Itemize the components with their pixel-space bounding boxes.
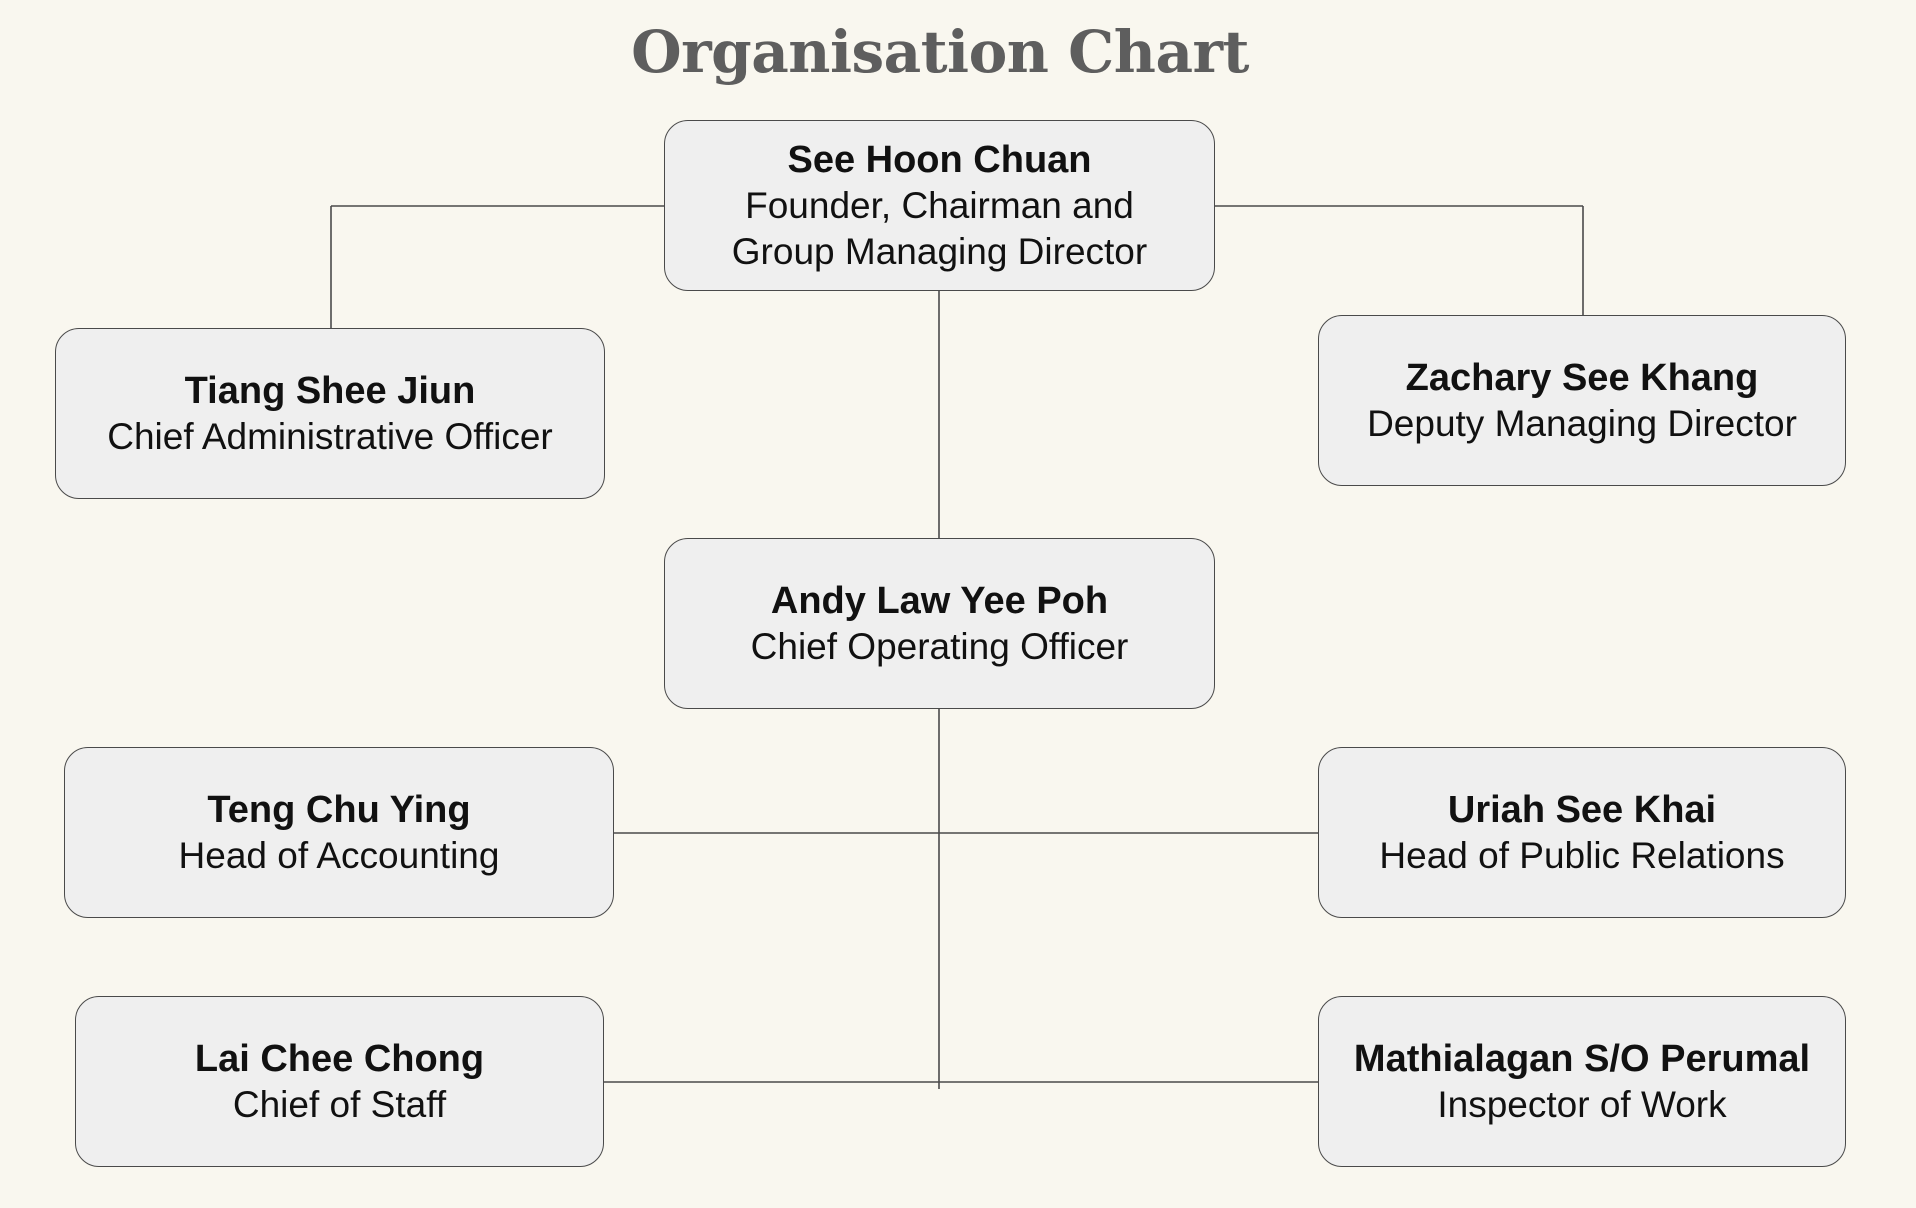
node-role: Chief Operating Officer: [750, 625, 1129, 667]
node-inspector-of-work: Mathialagan S/O Perumal Inspector of Wor…: [1318, 996, 1846, 1167]
node-name: Mathialagan S/O Perumal: [1353, 1037, 1811, 1080]
node-role: Chief Administrative Officer: [107, 415, 553, 457]
node-name: Teng Chu Ying: [207, 788, 471, 831]
node-chief-administrative-officer: Tiang Shee Jiun Chief Administrative Off…: [55, 328, 605, 499]
node-role: Group Managing Director: [731, 230, 1148, 272]
node-role: Head of Public Relations: [1379, 834, 1785, 876]
node-name: See Hoon Chuan: [787, 138, 1092, 181]
node-name: Zachary See Khang: [1405, 356, 1759, 399]
node-role: Chief of Staff: [232, 1083, 447, 1125]
node-role: Deputy Managing Director: [1367, 402, 1797, 444]
node-role: Head of Accounting: [178, 834, 500, 876]
node-chief-operating-officer: Andy Law Yee Poh Chief Operating Officer: [664, 538, 1215, 709]
node-chairman: See Hoon Chuan Founder, Chairman and Gro…: [664, 120, 1215, 291]
node-name: Andy Law Yee Poh: [770, 579, 1109, 622]
node-name: Tiang Shee Jiun: [184, 369, 476, 412]
chart-title: Organisation Chart: [631, 18, 1249, 86]
node-role: Inspector of Work: [1437, 1083, 1727, 1125]
node-deputy-managing-director: Zachary See Khang Deputy Managing Direct…: [1318, 315, 1846, 486]
node-head-of-accounting: Teng Chu Ying Head of Accounting: [64, 747, 614, 918]
node-role: Founder, Chairman and: [745, 184, 1134, 226]
node-name: Lai Chee Chong: [194, 1037, 485, 1080]
node-name: Uriah See Khai: [1447, 788, 1717, 831]
node-head-of-public-relations: Uriah See Khai Head of Public Relations: [1318, 747, 1846, 918]
node-chief-of-staff: Lai Chee Chong Chief of Staff: [75, 996, 604, 1167]
